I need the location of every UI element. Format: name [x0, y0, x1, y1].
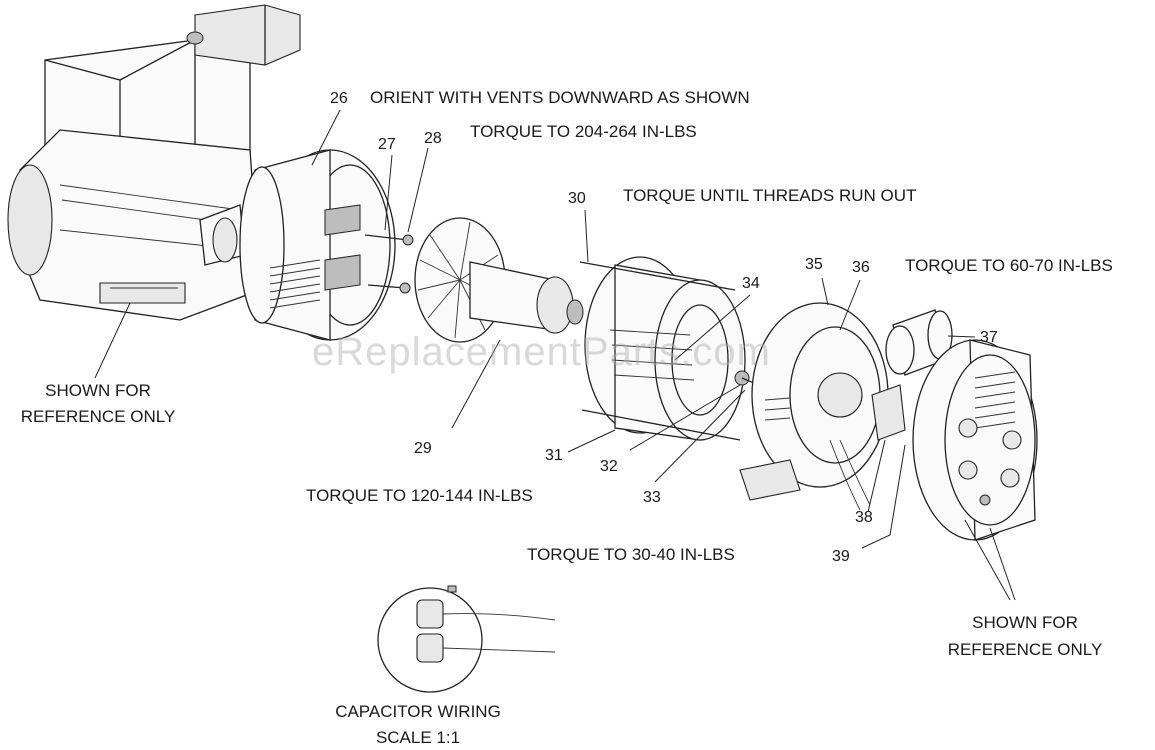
- part-35-end-bell: [739, 302, 889, 511]
- capacitor-wiring-inset: [377, 585, 556, 693]
- callout-30: 30: [568, 190, 586, 207]
- part-26-housing: [239, 149, 396, 341]
- callout-33: 33: [643, 489, 661, 506]
- callout-34: 34: [742, 275, 760, 292]
- callout-36: 36: [852, 259, 870, 276]
- callout-37: 37: [980, 329, 998, 346]
- callout-38: 38: [855, 509, 873, 526]
- parts-27-28-bolts: [364, 234, 414, 294]
- note-reference-right-line1: SHOWN FOR: [972, 613, 1078, 632]
- note-reference-left-line1: SHOWN FOR: [45, 381, 151, 400]
- callout-29: 29: [414, 440, 432, 457]
- note-torque-threads: TORQUE UNTIL THREADS RUN OUT: [623, 186, 917, 205]
- note-orient-vents: ORIENT WITH VENTS DOWNWARD AS SHOWN: [370, 88, 750, 107]
- callout-28: 28: [424, 130, 442, 147]
- note-reference-left-line2: REFERENCE ONLY: [20, 407, 176, 426]
- inset-title-capacitor-wiring: CAPACITOR WIRING: [335, 702, 501, 721]
- inset-scale: SCALE 1:1: [375, 728, 461, 747]
- callout-31: 31: [545, 447, 563, 464]
- control-panel-cover: [912, 339, 1038, 541]
- callout-32: 32: [600, 458, 618, 475]
- part-29-fan-rotor: [414, 217, 584, 343]
- leader-lines: [94, 109, 1016, 601]
- note-torque-30-40: TORQUE TO 30-40 IN-LBS: [527, 545, 735, 564]
- part-37-capacitor: [885, 309, 953, 376]
- part-31-stator: [579, 256, 746, 441]
- note-torque-60-70: TORQUE TO 60-70 IN-LBS: [905, 256, 1113, 275]
- callout-26: 26: [330, 90, 348, 107]
- part-38-bracket: [871, 384, 906, 441]
- callout-39: 39: [832, 548, 850, 565]
- note-torque-120-144: TORQUE TO 120-144 IN-LBS: [306, 486, 533, 505]
- note-reference-right-line2: REFERENCE ONLY: [947, 640, 1103, 659]
- engine-block: [7, 4, 301, 321]
- callout-27: 27: [378, 136, 396, 153]
- callout-35: 35: [805, 256, 823, 273]
- note-torque-204-264: TORQUE TO 204-264 IN-LBS: [470, 122, 697, 141]
